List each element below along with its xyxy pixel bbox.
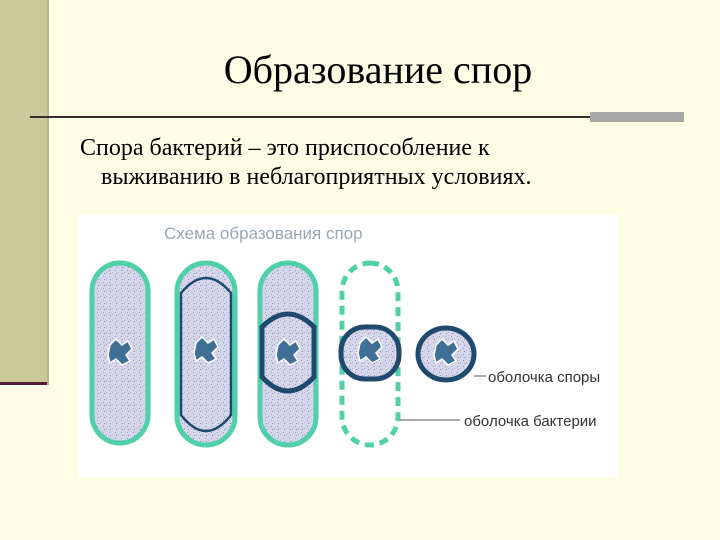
diagram-heading: Схема образования спор — [164, 224, 363, 243]
slide-body: Спора бактерий – это приспособление к вы… — [80, 134, 680, 192]
stage-3-cell — [257, 260, 319, 448]
nucleoid-icon — [275, 337, 301, 366]
nucleoid-icon — [433, 337, 459, 366]
decorative-left-band — [0, 0, 47, 385]
slide-title: Образование спор — [223, 47, 533, 92]
stage-5-spore — [415, 325, 477, 383]
stage-1-cell — [89, 260, 151, 446]
body-line-1: Спора бактерий – это приспособление к — [80, 135, 490, 161]
nucleoid-icon — [193, 335, 219, 364]
body-line-2: выживанию в неблагоприятных условиях. — [101, 164, 532, 190]
decorative-left-band-edge — [47, 0, 49, 385]
spore-formation-diagram: Схема образования спор — [78, 215, 618, 477]
stage-4-cell — [338, 260, 402, 448]
title-underline-accent — [590, 112, 684, 122]
label-spore-shell: оболочка споры — [488, 369, 600, 386]
label-bacteria-shell: оболочка бактерии — [464, 413, 597, 430]
stage-2-cell — [174, 260, 238, 448]
decorative-left-band-line — [0, 382, 47, 385]
nucleoid-icon — [107, 337, 133, 366]
nucleoid-icon — [357, 335, 383, 364]
title-underline — [30, 116, 684, 118]
diagram-svg: Схема образования спор — [89, 224, 600, 448]
